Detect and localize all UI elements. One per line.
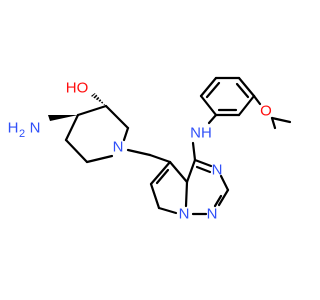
hashed-bond-hydroxyl <box>91 93 106 106</box>
bond-ph1-ph2 <box>199 94 218 117</box>
bond-c2-n1 <box>122 126 130 142</box>
amine-linker-label: NH <box>190 125 212 142</box>
methoxy-oxygen-label: O <box>260 103 272 120</box>
bond-c4-c3 <box>76 104 108 117</box>
bond-n1-c6 <box>85 154 114 164</box>
bond-c5-c6 <box>149 160 172 186</box>
bond-c3-c2 <box>104 104 130 130</box>
bond-c4a-c4 <box>185 158 197 184</box>
bond-c4-n3 <box>193 158 213 168</box>
bond-c2-n1 <box>217 188 230 207</box>
hydroxyl-label: HO <box>66 80 89 97</box>
bond-o-ch3-b <box>270 116 277 130</box>
amino-label-h: H <box>8 120 19 137</box>
bond-c5-c4a <box>168 160 189 184</box>
amino-label-sub: 2 <box>19 128 25 140</box>
methoxyphenyl-ring <box>199 76 256 117</box>
triazine-n1-label: N <box>207 206 218 223</box>
bond-n7a-c4a <box>184 180 189 208</box>
piperidine-nitrogen-label: N <box>113 139 124 156</box>
bond-ph5-ph6 <box>237 94 256 117</box>
triazine-n3-label: N <box>212 162 223 179</box>
bridgehead-nitrogen-label: N <box>179 206 190 223</box>
bond-c6-c7 <box>149 182 161 210</box>
bond-c7-n7a <box>157 206 178 215</box>
bond-ph2-ph3-inner <box>205 81 221 99</box>
bond-c5-c4 <box>64 113 80 142</box>
bond-o-ch3 <box>270 116 292 124</box>
bond-c2-n1-inner <box>213 194 223 208</box>
bond-ph4-ph5 <box>237 76 256 98</box>
bond-ph2-ph3 <box>199 76 218 98</box>
bond-c6-c5 <box>64 138 89 164</box>
bond-n3-c2 <box>219 174 230 192</box>
bond-c5-c6-inner <box>155 168 170 185</box>
bond-ph4-ph5-inner <box>235 82 250 99</box>
bond-n1-ch2 <box>126 148 152 157</box>
bond-ph5-o <box>252 94 262 106</box>
bond-nh-phenyl <box>207 113 218 125</box>
amino-label-n: N <box>30 120 41 137</box>
molecule-structure: HO H 2 N N NH O N N N <box>8 76 292 223</box>
bond-ch2-c5ring <box>148 153 172 164</box>
piperidine-ring <box>64 104 130 164</box>
wedge-bond-amino <box>48 115 78 121</box>
bond-c4-nh <box>191 141 197 162</box>
bond-c4-n3-inner <box>195 165 212 174</box>
pyrrolotriazine-core <box>149 141 230 216</box>
